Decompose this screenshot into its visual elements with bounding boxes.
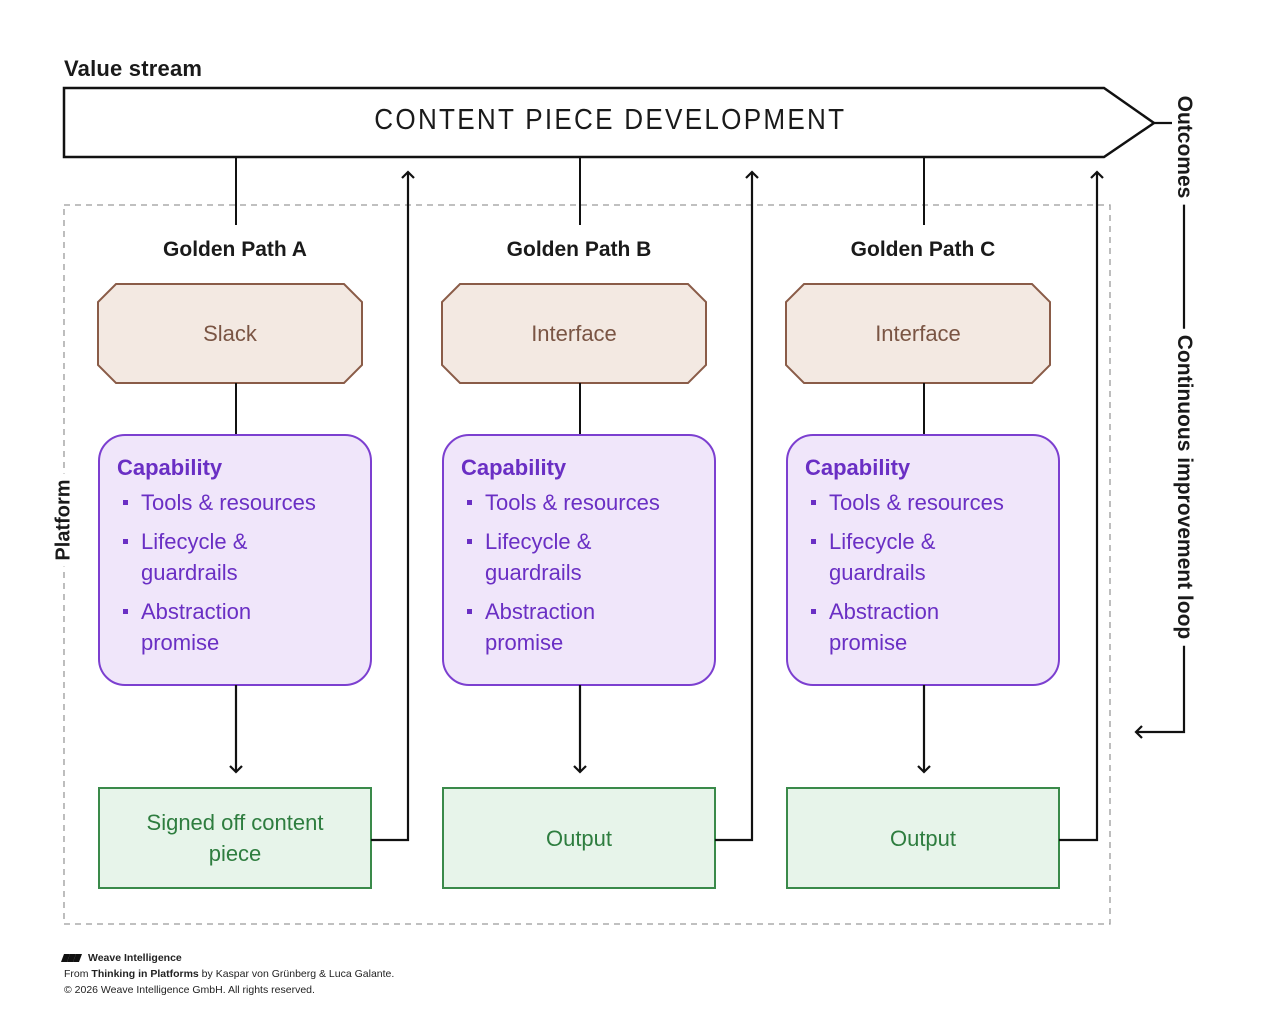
interface-label-a: Slack — [203, 321, 257, 346]
banner-title: CONTENT PIECE DEVELOPMENT — [374, 104, 847, 136]
capability-item: Tools & resources — [805, 487, 1043, 518]
interface-label-c: Interface — [875, 321, 961, 346]
capability-list: Tools & resources Lifecycle & guardrails… — [117, 487, 355, 658]
interface-box-c — [785, 283, 1051, 384]
capability-item: Tools & resources — [117, 487, 355, 518]
capability-c: Capability Tools & resources Lifecycle &… — [787, 435, 1059, 685]
footer-from: From — [64, 968, 92, 980]
footer: Weave Intelligence From Thinking in Plat… — [64, 950, 394, 998]
outcomes-label: Outcomes — [1172, 89, 1196, 205]
weave-logo-icon — [61, 954, 82, 962]
value-stream-banner — [62, 86, 1157, 159]
capability-b: Capability Tools & resources Lifecycle &… — [443, 435, 715, 685]
improvement-loop-label: Continuous improvement loop — [1172, 328, 1196, 646]
output-box-b — [442, 787, 716, 889]
output-box-c — [786, 787, 1060, 889]
capability-list: Tools & resources Lifecycle & guardrails… — [461, 487, 699, 658]
feedback-arrow-a — [371, 170, 415, 842]
output-label-c: Output — [889, 825, 957, 851]
value-stream-label: Value stream — [64, 56, 203, 81]
output-label-b: Output — [545, 825, 613, 851]
golden-path-title-c: Golden Path C — [850, 238, 996, 261]
footer-brand: Weave Intelligence — [88, 952, 182, 964]
interface-box-b — [441, 283, 707, 384]
interface-label-b: Interface — [531, 321, 617, 346]
capability-item: Abstraction promise — [461, 596, 625, 658]
capability-title: Capability — [117, 455, 223, 480]
feedback-arrow-c — [1059, 170, 1104, 842]
capability-item: Lifecycle & guardrails — [805, 526, 969, 588]
capability-item: Tools & resources — [461, 487, 699, 518]
capability-title: Capability — [805, 455, 911, 480]
footer-source: From Thinking in Platforms by Kaspar von… — [64, 966, 394, 982]
footer-copyright: © 2026 Weave Intelligence GmbH. All righ… — [64, 984, 315, 996]
capability-title: Capability — [461, 455, 567, 480]
output-box-a — [98, 787, 372, 889]
capability-item: Abstraction promise — [805, 596, 969, 658]
capability-item: Lifecycle & guardrails — [117, 526, 281, 588]
capability-a: Capability Tools & resources Lifecycle &… — [99, 435, 371, 685]
capability-item: Lifecycle & guardrails — [461, 526, 625, 588]
platform-label: Platform — [52, 473, 76, 567]
output-label-a: Signed off content piece — [146, 810, 324, 866]
capability-item: Abstraction promise — [117, 596, 281, 658]
capability-list: Tools & resources Lifecycle & guardrails… — [805, 487, 1043, 658]
feedback-arrow-b — [715, 170, 759, 842]
golden-path-title-a: Golden Path A — [163, 238, 307, 261]
footer-book: Thinking in Platforms — [91, 968, 199, 980]
golden-path-title-b: Golden Path B — [506, 238, 652, 261]
footer-authors: by Kaspar von Grünberg & Luca Galante. — [198, 968, 395, 980]
interface-box-a — [97, 283, 363, 384]
